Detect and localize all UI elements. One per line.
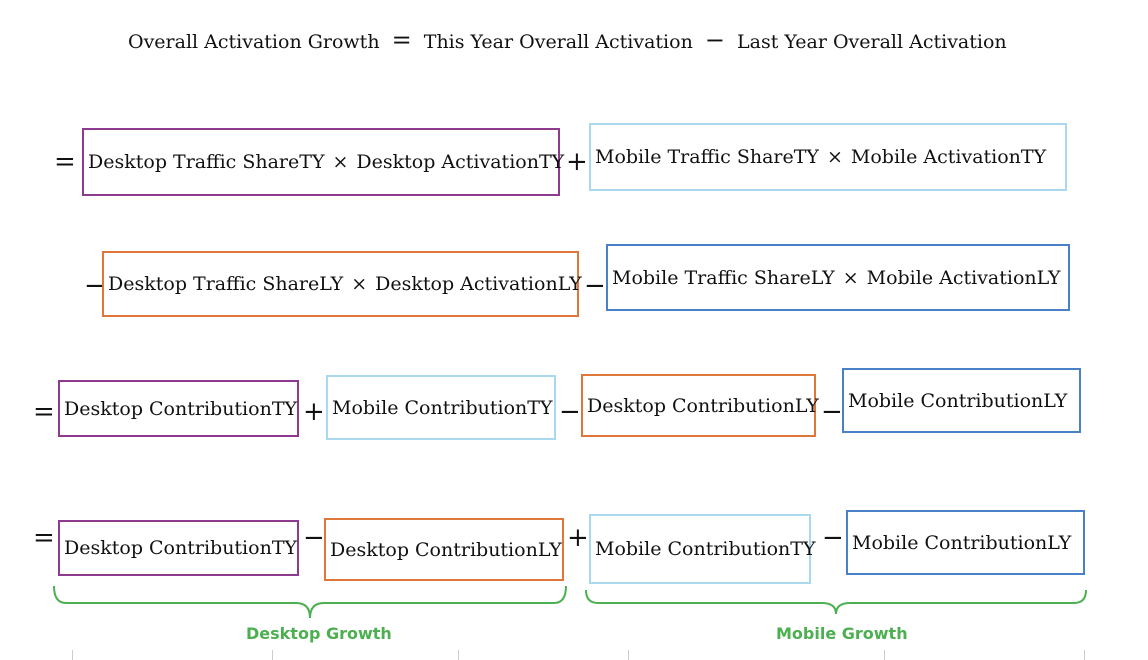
mobile-activation-label: Mobile Activation — [850, 146, 1021, 168]
ty-subscript: TY — [271, 397, 298, 420]
desktop-traffic-share-label: Desktop Traffic Share — [88, 151, 300, 173]
desktop-growth-label: Desktop Growth — [246, 624, 392, 643]
row4-equals: = — [33, 523, 55, 553]
mobile-traffic-share-label: Mobile Traffic Share — [612, 266, 811, 289]
ly-subscript: LY — [1043, 389, 1068, 412]
ty-subscript: TY — [538, 151, 565, 173]
title-equals: = — [391, 26, 412, 54]
ly-subscript: LY — [794, 394, 819, 417]
desktop-contribution-label: Desktop Contribution — [64, 537, 272, 559]
this-year-label: This Year Overall Activation — [423, 31, 693, 53]
ty-subscript: TY — [1020, 146, 1047, 168]
ly-subscript: LY — [810, 266, 835, 289]
times-sign: × — [351, 273, 368, 295]
axis-tick — [72, 650, 73, 660]
axis-tick — [272, 650, 273, 660]
row4-plus: + — [567, 523, 589, 553]
mobile-contribution-label: Mobile Contribution — [595, 538, 791, 560]
mobile-growth-label: Mobile Growth — [776, 624, 908, 643]
ly-subscript: LY — [557, 273, 582, 295]
times-sign: × — [332, 151, 349, 173]
title-equation: Overall Activation Growth = This Year Ov… — [128, 28, 1007, 52]
ty-subscript: TY — [271, 537, 298, 559]
row1-equals: = — [54, 147, 76, 177]
ty-subscript: TY — [299, 151, 325, 173]
mobile-contribution-label: Mobile Contribution — [332, 396, 528, 419]
row3-minus-2: − — [821, 397, 843, 427]
ty-subscript: TY — [527, 396, 553, 419]
row3-plus: + — [303, 397, 325, 427]
row3-minus: − — [559, 397, 581, 427]
ly-subscript: LY — [537, 538, 562, 561]
ly-subscript: LY — [319, 273, 344, 295]
mobile-activation-label: Mobile Activation — [866, 266, 1037, 289]
row2-minus-2: − — [584, 271, 606, 301]
desktop-growth-brace — [53, 585, 567, 619]
times-sign: × — [826, 146, 843, 168]
row4-minus: − — [303, 523, 325, 553]
mobile-growth-brace — [585, 589, 1087, 615]
mobile-contribution-label: Mobile Contribution — [852, 531, 1048, 554]
mobile-traffic-share-label: Mobile Traffic Share — [595, 146, 794, 168]
times-sign: × — [842, 266, 859, 289]
title-minus: − — [704, 26, 725, 54]
axis-tick — [1084, 650, 1085, 660]
desktop-traffic-share-label: Desktop Traffic Share — [108, 273, 320, 295]
desktop-contribution-label: Desktop Contribution — [64, 397, 272, 420]
row4-minus-2: − — [822, 523, 844, 553]
desktop-contribution-label: Desktop Contribution — [587, 394, 795, 417]
desktop-activation-label: Desktop Activation — [375, 273, 558, 295]
axis-tick — [628, 650, 629, 660]
axis-tick — [458, 650, 459, 660]
row2-minus: − — [84, 271, 106, 301]
last-year-label: Last Year Overall Activation — [737, 31, 1007, 53]
desktop-contribution-label: Desktop Contribution — [330, 538, 538, 561]
overall-growth-label: Overall Activation Growth — [128, 31, 380, 53]
mobile-contribution-label: Mobile Contribution — [848, 389, 1044, 412]
row1-plus: + — [566, 147, 588, 177]
row3-equals: = — [33, 397, 55, 427]
ty-subscript: TY — [790, 538, 816, 560]
axis-tick — [884, 650, 885, 660]
ly-subscript: LY — [1047, 531, 1072, 554]
ty-subscript: TY — [793, 146, 819, 168]
desktop-activation-label: Desktop Activation — [356, 151, 539, 173]
ly-subscript: LY — [1036, 266, 1061, 289]
